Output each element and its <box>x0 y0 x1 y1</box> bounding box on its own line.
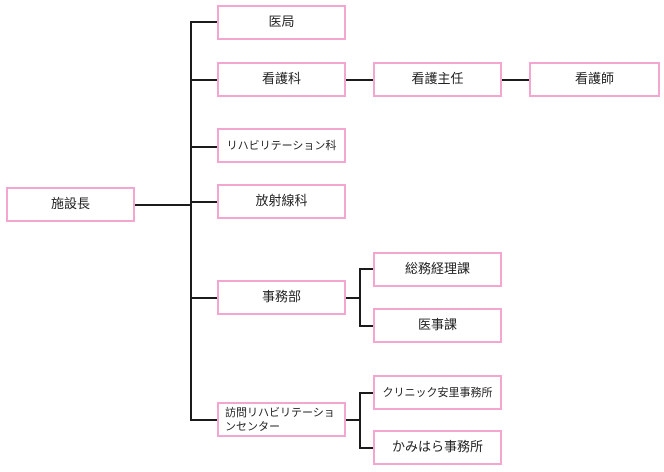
node-label-line1: 訪問リハビリテーショ <box>225 405 335 419</box>
node-kango-shunin: 看護主任 <box>373 62 502 97</box>
node-houshasen: 放射線科 <box>217 184 346 219</box>
node-label: 医局 <box>268 15 295 30</box>
node-label: 事務部 <box>261 290 301 305</box>
node-label-line2: ンセンター <box>225 419 280 433</box>
node-label: 施設長 <box>50 197 90 212</box>
node-kangoshi: 看護師 <box>529 62 660 97</box>
node-label: リハビリテーション科 <box>226 138 337 152</box>
node-ikyoku: 医局 <box>217 5 346 40</box>
node-soumu: 総務経理課 <box>373 252 502 287</box>
node-label: 総務経理課 <box>404 262 470 277</box>
node-rehab: リハビリテーション科 <box>217 128 346 163</box>
node-iji: 医事課 <box>373 308 502 343</box>
node-label: 看護師 <box>574 72 614 87</box>
node-kamihara: かみはら事務所 <box>373 430 502 465</box>
node-kango: 看護科 <box>217 62 346 97</box>
node-jimubu: 事務部 <box>217 280 346 315</box>
node-label: かみはら事務所 <box>391 440 483 455</box>
node-label: 看護主任 <box>411 72 464 87</box>
node-label: 放射線科 <box>255 194 308 209</box>
node-clinic: クリニック安里事務所 <box>373 375 502 410</box>
node-shisetsucho: 施設長 <box>6 187 135 222</box>
node-label: 医事課 <box>417 318 457 333</box>
node-label: クリニック安里事務所 <box>382 385 493 399</box>
node-houmon: 訪問リハビリテーショ ンセンター <box>217 402 346 437</box>
node-label: 看護科 <box>261 72 301 87</box>
